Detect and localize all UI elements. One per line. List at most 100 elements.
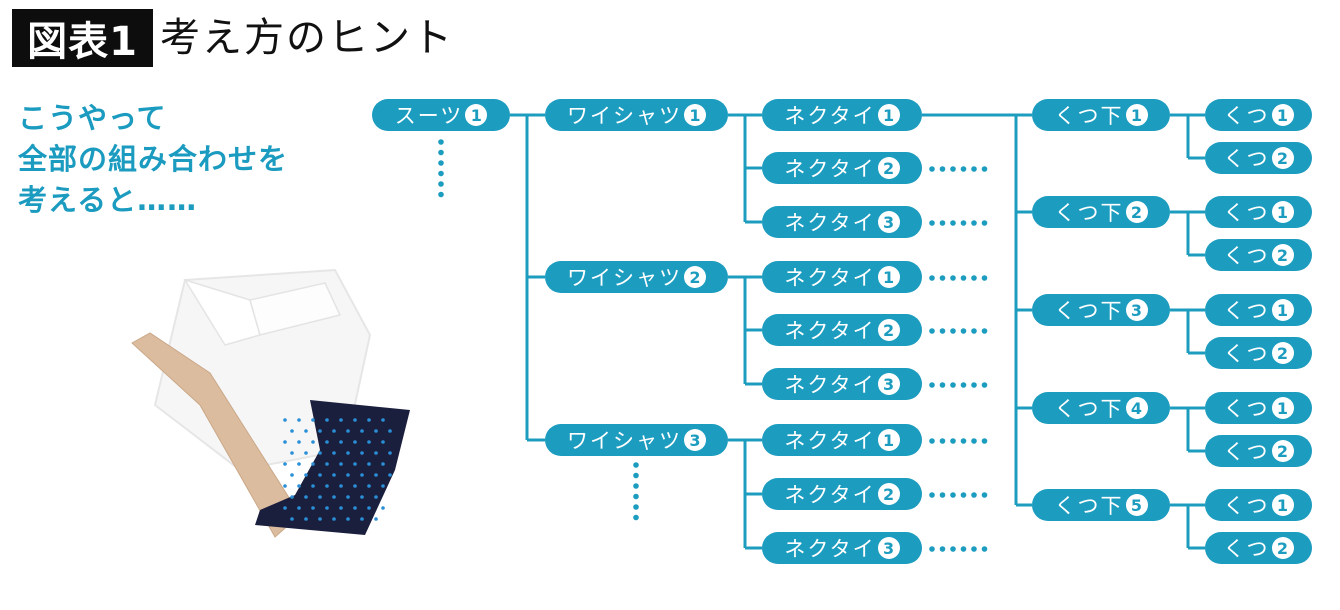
sock-dot <box>304 517 308 521</box>
tie-more-dots <box>981 328 988 334</box>
sock-dot <box>325 440 329 444</box>
sock-dot <box>374 429 378 433</box>
tie-more-dots <box>971 382 977 388</box>
sock-dot <box>290 517 294 521</box>
shirt-more-dots <box>633 514 639 521</box>
sock-dot <box>332 473 336 477</box>
suit-more-dots <box>438 160 444 166</box>
circled-number-badge: 1 <box>1271 299 1294 321</box>
tie-more-dots <box>929 546 935 552</box>
sock-dot <box>374 451 378 455</box>
shirt-more-dots <box>633 504 639 510</box>
tie-more-dots <box>971 328 977 334</box>
sock-dot <box>297 506 301 510</box>
sock-dot <box>353 506 357 510</box>
sock-dot <box>332 429 336 433</box>
sock-dot <box>332 517 336 521</box>
figure-label: 図表1 <box>12 9 153 67</box>
sock-dot <box>283 418 287 422</box>
tie-more-dots <box>981 275 988 281</box>
sock-dot <box>318 517 322 521</box>
sock-dot <box>339 418 343 422</box>
tie-more-dots <box>939 382 946 388</box>
sock-dot <box>339 462 343 466</box>
shirt-more-dots <box>633 493 639 500</box>
circled-number-badge: 3 <box>684 429 706 451</box>
sock-dot <box>339 440 343 444</box>
tie-more-dots <box>939 546 946 552</box>
circled-number-badge: 2 <box>1271 244 1294 266</box>
node-label: ネクタイ <box>784 157 876 181</box>
node-label: くつ下 <box>1054 494 1124 518</box>
sock-dot <box>360 429 364 433</box>
sock-dot <box>353 462 357 466</box>
sock-dot <box>367 418 371 422</box>
sock-dot <box>325 506 329 510</box>
sock-dot <box>367 462 371 466</box>
sock-dot <box>318 495 322 499</box>
circled-number-badge: 1 <box>877 266 900 288</box>
circled-number-badge: 1 <box>465 104 488 126</box>
node-label: くつ <box>1223 342 1270 366</box>
circled-number-badge: 1 <box>1271 201 1294 223</box>
circled-number-badge: 5 <box>1125 494 1148 516</box>
sock-dot <box>353 418 357 422</box>
node-label: ネクタイ <box>784 429 876 453</box>
sock-dot <box>283 440 287 444</box>
sock-dot <box>283 462 287 466</box>
node-label: くつ下 <box>1054 299 1124 323</box>
tie-more-dots <box>950 438 956 444</box>
node-label: ネクタイ <box>784 483 876 507</box>
suit-more-dots <box>438 181 444 187</box>
sock-dot <box>346 495 350 499</box>
tie-more-dots <box>950 546 956 552</box>
sock-dot <box>381 440 385 444</box>
sock-dot <box>304 473 308 477</box>
tie-more-dots <box>929 166 935 172</box>
suit-more-dots <box>438 170 444 177</box>
circled-number-badge: 3 <box>877 211 900 233</box>
sock-dot <box>318 429 322 433</box>
sock-dot <box>339 506 343 510</box>
sock-dot <box>290 429 294 433</box>
node-label: ネクタイ <box>784 373 876 397</box>
node-label: スーツ <box>394 104 464 128</box>
circled-number-badge: 1 <box>877 429 900 451</box>
tie-more-dots <box>929 438 935 444</box>
tie-more-dots <box>950 275 956 281</box>
circled-number-badge: 1 <box>877 104 900 126</box>
sock-dot <box>374 473 378 477</box>
sock-dot <box>332 451 336 455</box>
circled-number-badge: 2 <box>684 266 706 288</box>
sock-dot <box>318 451 322 455</box>
sock-dot <box>360 451 364 455</box>
sock-dot <box>297 484 301 488</box>
tie-more-dots <box>929 220 935 226</box>
node-label: くつ下 <box>1054 104 1124 128</box>
circled-number-badge: 1 <box>684 104 706 126</box>
node-label: ネクタイ <box>784 104 876 128</box>
circled-number-badge: 3 <box>877 373 900 395</box>
tie-more-dots <box>971 166 977 172</box>
sock-dot <box>304 451 308 455</box>
sock-dot <box>311 506 315 510</box>
sock-dot <box>290 473 294 477</box>
sock-dot <box>339 484 343 488</box>
circled-number-badge: 2 <box>1125 201 1148 223</box>
circled-number-badge: 1 <box>1271 494 1294 516</box>
tie-more-dots <box>960 546 967 552</box>
sock-dot <box>360 495 364 499</box>
sock-dot <box>374 495 378 499</box>
sock-dot <box>290 451 294 455</box>
